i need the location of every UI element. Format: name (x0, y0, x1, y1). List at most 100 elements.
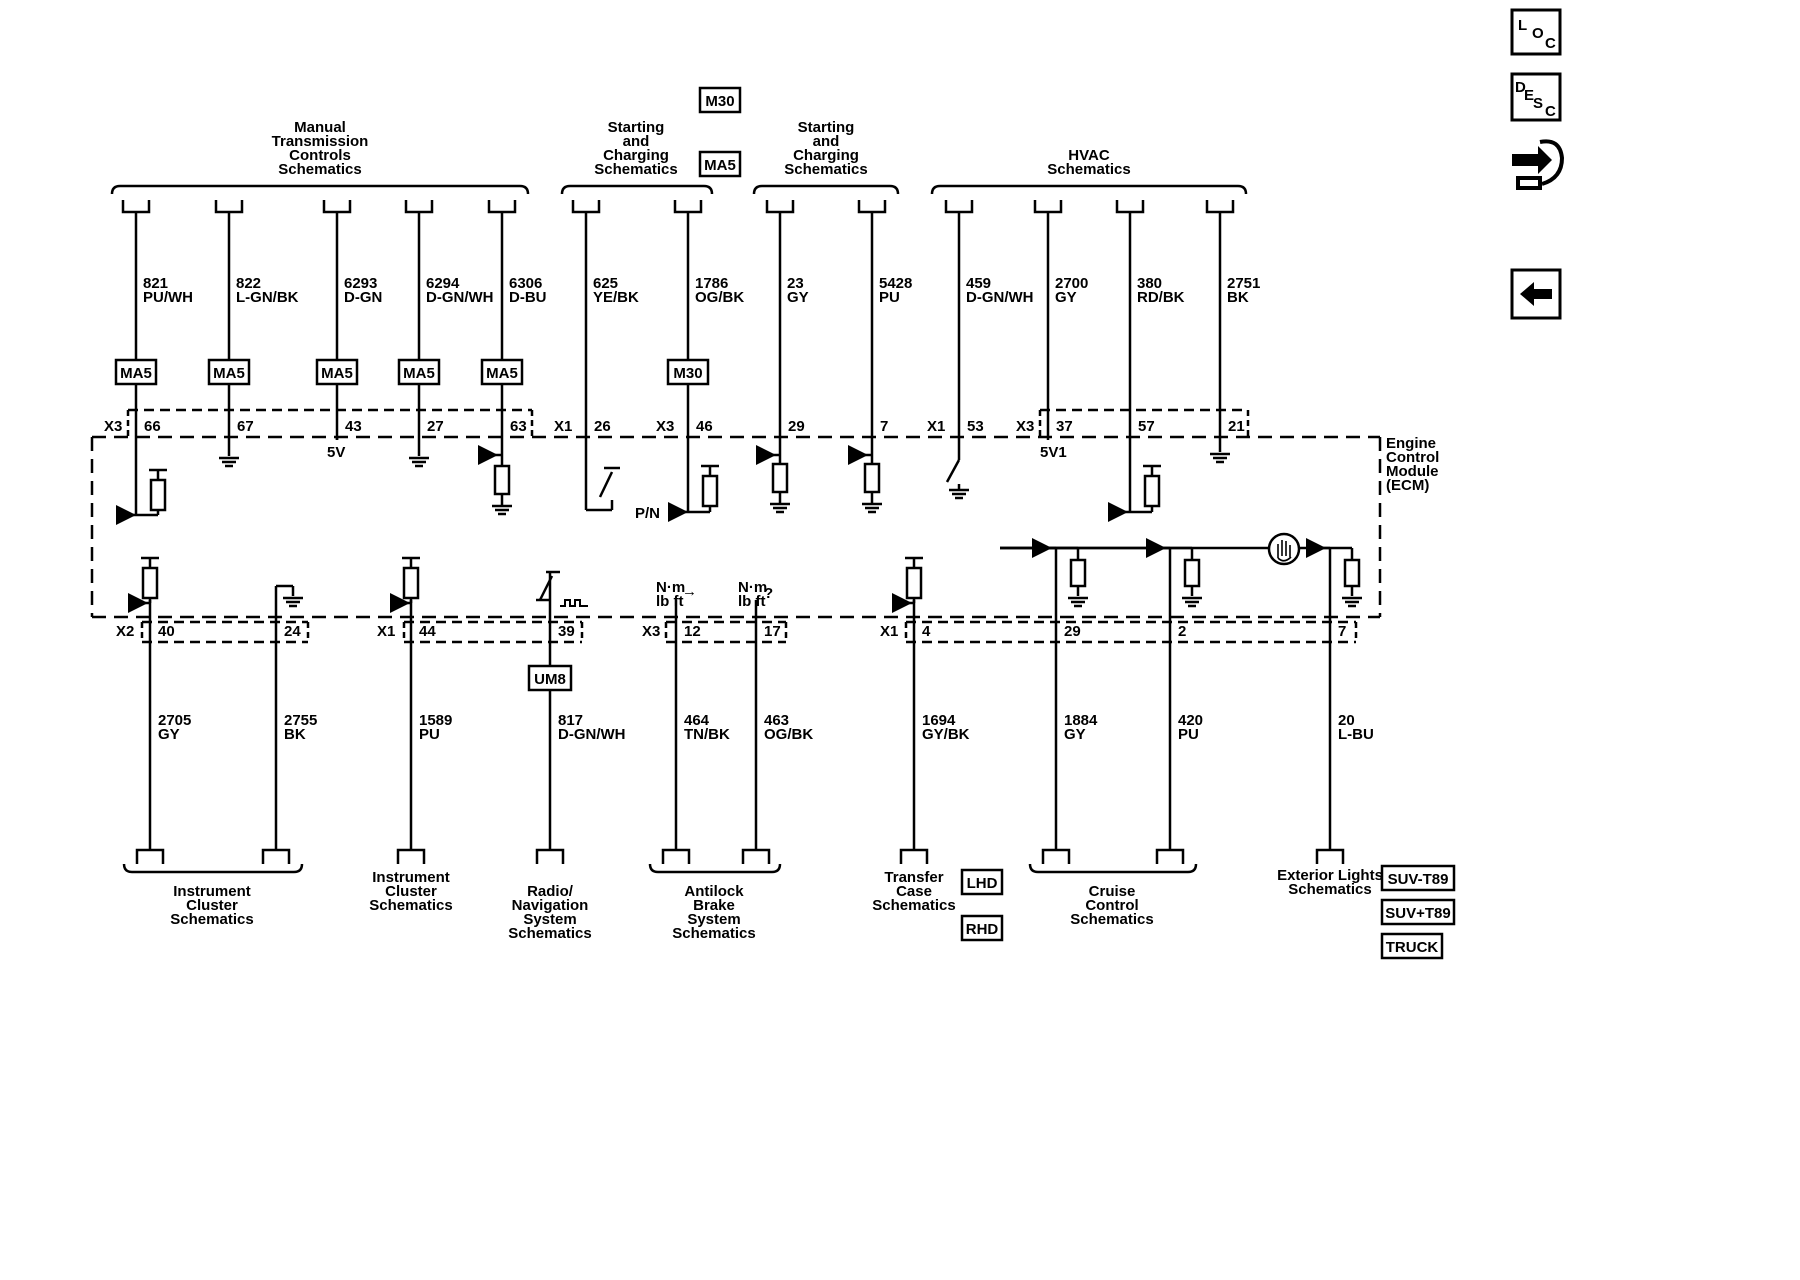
ecm-name-line: Module (1386, 463, 1439, 480)
torque-label: N·m (738, 579, 767, 596)
esd-hand-icon (1267, 532, 1301, 566)
bottom-group-title: Schematics (1070, 911, 1153, 928)
option-rhd-text: RHD (966, 921, 999, 938)
bottom-circuit-color: OG/BK (764, 726, 813, 743)
pin-number: 57 (1138, 418, 1155, 435)
int-br-resistor-0 (1069, 558, 1087, 588)
bottom-circuit-color: D-GN/WH (558, 726, 626, 743)
pin-number: 53 (967, 418, 984, 435)
bottom-group-title: Radio/ (527, 883, 574, 900)
option-suv-plus-t89-text: SUV+T89 (1385, 905, 1450, 922)
pin-number: 67 (237, 418, 254, 435)
top-circuit-color: PU (879, 289, 900, 306)
top-circuit-option-2: MA5 (315, 358, 359, 386)
top-circuit-option-1-frame (207, 358, 251, 386)
loc-button-letter: L (1518, 17, 1527, 34)
top-group-bracket-3 (930, 184, 1248, 195)
bottom-terminal-1 (261, 848, 291, 864)
top-circuit-option-3: MA5 (397, 358, 441, 386)
bottom-circuit-option-3: UM8 (527, 664, 573, 692)
top-group-bracket-2 (752, 184, 900, 195)
bottom-circuit-number: 1694 (922, 712, 956, 729)
desc-button-letter: S (1533, 95, 1543, 112)
bottom-circuit-color: BK (284, 726, 306, 743)
top-group-title: and (813, 133, 840, 150)
int-53-switch (945, 459, 961, 483)
top-group-title: and (623, 133, 650, 150)
desc-button[interactable] (1510, 72, 1562, 122)
torque-label: lb ft (738, 593, 766, 610)
ground-21 (1210, 452, 1230, 464)
bottom-terminal-0 (135, 848, 165, 864)
pin-number: 27 (427, 418, 444, 435)
option-rhd-frame (960, 914, 1004, 942)
int-b39-switch (538, 575, 554, 601)
bottom-circuit-number: 463 (764, 712, 789, 729)
top-group-title: Charging (603, 147, 669, 164)
top-circuit-option-0-text: MA5 (120, 365, 152, 382)
bottom-circuit-option-3-text: UM8 (534, 671, 566, 688)
bottom-group-bracket-3 (648, 863, 782, 874)
bottom-group-title: Schematics (508, 925, 591, 942)
int-b4-resistor (905, 566, 923, 600)
top-circuit-number: 6293 (344, 275, 377, 292)
connector-id: X2 (116, 623, 134, 640)
top-group-title: Schematics (784, 161, 867, 178)
top-group-title: Schematics (278, 161, 361, 178)
bottom-group-title: Cluster (385, 883, 437, 900)
top-terminal-1 (214, 200, 244, 214)
int-b44-resistor (402, 566, 420, 600)
bottom-circuit-color: GY/BK (922, 726, 970, 743)
connector-tools-icon-part[interactable] (1516, 139, 1565, 190)
bottom-terminal-7 (1041, 848, 1071, 864)
top-circuit-number: 625 (593, 275, 618, 292)
int-66-resistor (149, 478, 167, 512)
top-group-title: Transmission (272, 133, 369, 150)
torque-arrow-icon: → (682, 583, 697, 600)
bottom-group-title: Instrument (173, 883, 251, 900)
top-group-bracket-1 (560, 184, 714, 195)
top-circuit-color: D-GN/WH (966, 289, 1034, 306)
connector-tools-icon[interactable] (1512, 146, 1552, 174)
pin-number: 63 (510, 418, 527, 435)
top-option-ma5-frame (698, 150, 742, 178)
bottom-group-bracket-5 (1028, 863, 1198, 874)
top-circuit-number: 1786 (695, 275, 728, 292)
bottom-group-title: Navigation (512, 897, 589, 914)
top-terminal-3 (404, 200, 434, 214)
ground-br-0 (1068, 596, 1088, 608)
bottom-circuit-number: 2755 (284, 712, 317, 729)
top-group-title: HVAC (1068, 147, 1110, 164)
connector-id: X1 (377, 623, 395, 640)
int-57-resistor (1143, 474, 1161, 508)
ground-27 (409, 456, 429, 468)
top-terminal-2 (322, 200, 352, 214)
top-option-m30: M30 (698, 86, 742, 114)
bottom-group-title: Schematics (170, 911, 253, 928)
top-circuit-number: 6294 (426, 275, 460, 292)
int-63-resistor (493, 464, 511, 496)
top-terminal-0 (121, 200, 151, 214)
top-circuit-option-6-frame (666, 358, 710, 386)
top-circuit-color: D-GN (344, 289, 382, 306)
pin-number: 4 (922, 623, 931, 640)
loc-button[interactable] (1510, 8, 1562, 56)
top-circuit-option-3-frame (397, 358, 441, 386)
top-circuit-color: PU/WH (143, 289, 193, 306)
pin-number: 44 (419, 623, 436, 640)
loc-button-letter: O (1532, 25, 1544, 42)
top-circuit-number: 23 (787, 275, 804, 292)
top-circuit-option-0-frame (114, 358, 158, 386)
pin-number: 17 (764, 623, 781, 640)
pin-number: 26 (594, 418, 611, 435)
top-circuit-option-6: M30 (666, 358, 710, 386)
top-circuit-color: YE/BK (593, 289, 639, 306)
top-terminal-10 (1033, 200, 1063, 214)
top-circuit-option-4: MA5 (480, 358, 524, 386)
top-terminal-9 (944, 200, 974, 214)
bottom-group-title: Schematics (1288, 881, 1371, 898)
label-pn: P/N (635, 505, 660, 522)
ecm-name-line: Control (1386, 449, 1439, 466)
bottom-group-title: Brake (693, 897, 735, 914)
bottom-circuit-number: 420 (1178, 712, 1203, 729)
